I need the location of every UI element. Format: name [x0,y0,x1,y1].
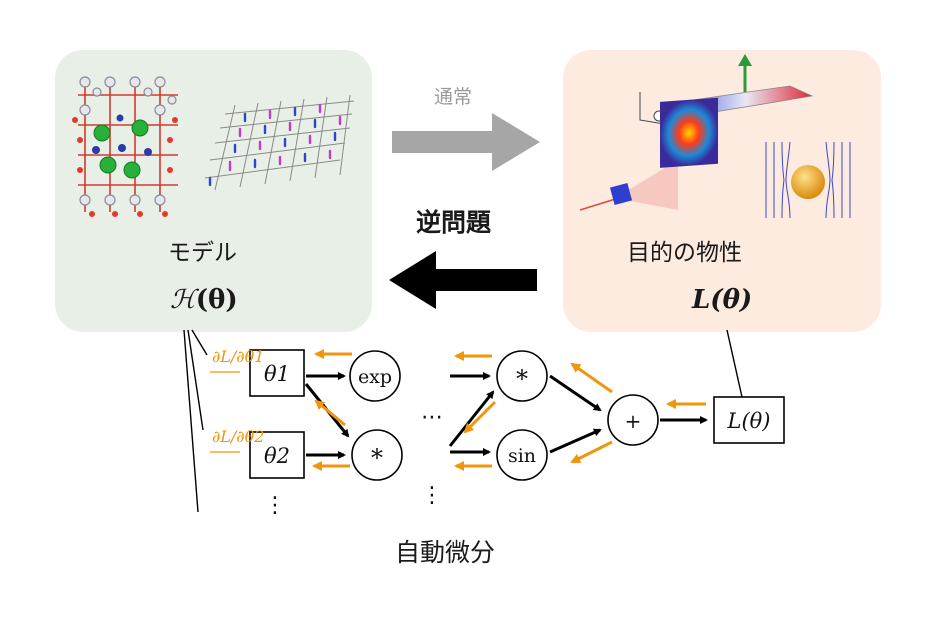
crystal-structure-icon [72,76,178,217]
hamiltonian-symbol: ℋ [170,285,196,315]
multiply-right-label: * [516,365,528,393]
multiply-node-right [496,350,548,402]
loss-formula: L(θ) [692,285,753,315]
grad-edge-plus-mul [570,362,613,394]
theta2-label: θ2 [264,444,290,468]
exp-label: exp [358,366,392,388]
grad-edge-mul-below [463,400,497,434]
ellipsis-graph: ⋮ [421,483,443,508]
sin-node [496,429,548,481]
inverse-problem-arrow [389,251,537,309]
multiply-left-label: * [371,444,383,472]
edge-mul-plus [549,374,602,412]
gradient-connector-lines [183,329,208,513]
plus-node [607,394,659,446]
hamiltonian-argument: (θ) [195,285,238,315]
gradient-theta1-label: ∂L/∂θ1 [212,347,264,366]
target-property-label: 目的の物性 [627,240,742,266]
loss-node-label: L(θ) [727,409,771,433]
ellipsis-params: ⋮ [264,493,286,518]
loss-node [713,396,785,444]
spin-lattice-icon [204,94,355,191]
loss-connector-line [726,329,743,398]
grad-edge-plus-sin [570,440,613,464]
field-lines-icon [765,141,851,219]
edge-to-mul-from-below [448,390,495,447]
theta2-node [249,431,305,479]
ellipsis-middle: ⋯ [421,405,443,430]
hamiltonian-formula: ℋ(θ) [170,285,238,315]
usual-direction-arrow [392,113,540,171]
model-panel [55,50,372,332]
gradient-theta2-label: ∂L/∂θ2 [212,427,264,446]
model-label: モデル [168,240,237,266]
autodiff-caption: 自動微分 [395,538,496,567]
usual-direction-label: 通常 [434,86,473,108]
scattering-pattern-icon [579,97,718,211]
theta1-node [249,349,305,397]
multiply-node-left [351,429,403,481]
plus-label: + [625,409,642,433]
grad-edge-mul-theta1 [314,399,346,427]
exp-node [349,350,401,402]
theta1-label: θ1 [264,362,290,386]
edge-sin-plus [549,428,602,454]
sin-label: sin [508,445,536,467]
inverse-problem-label: 逆問題 [416,208,492,237]
